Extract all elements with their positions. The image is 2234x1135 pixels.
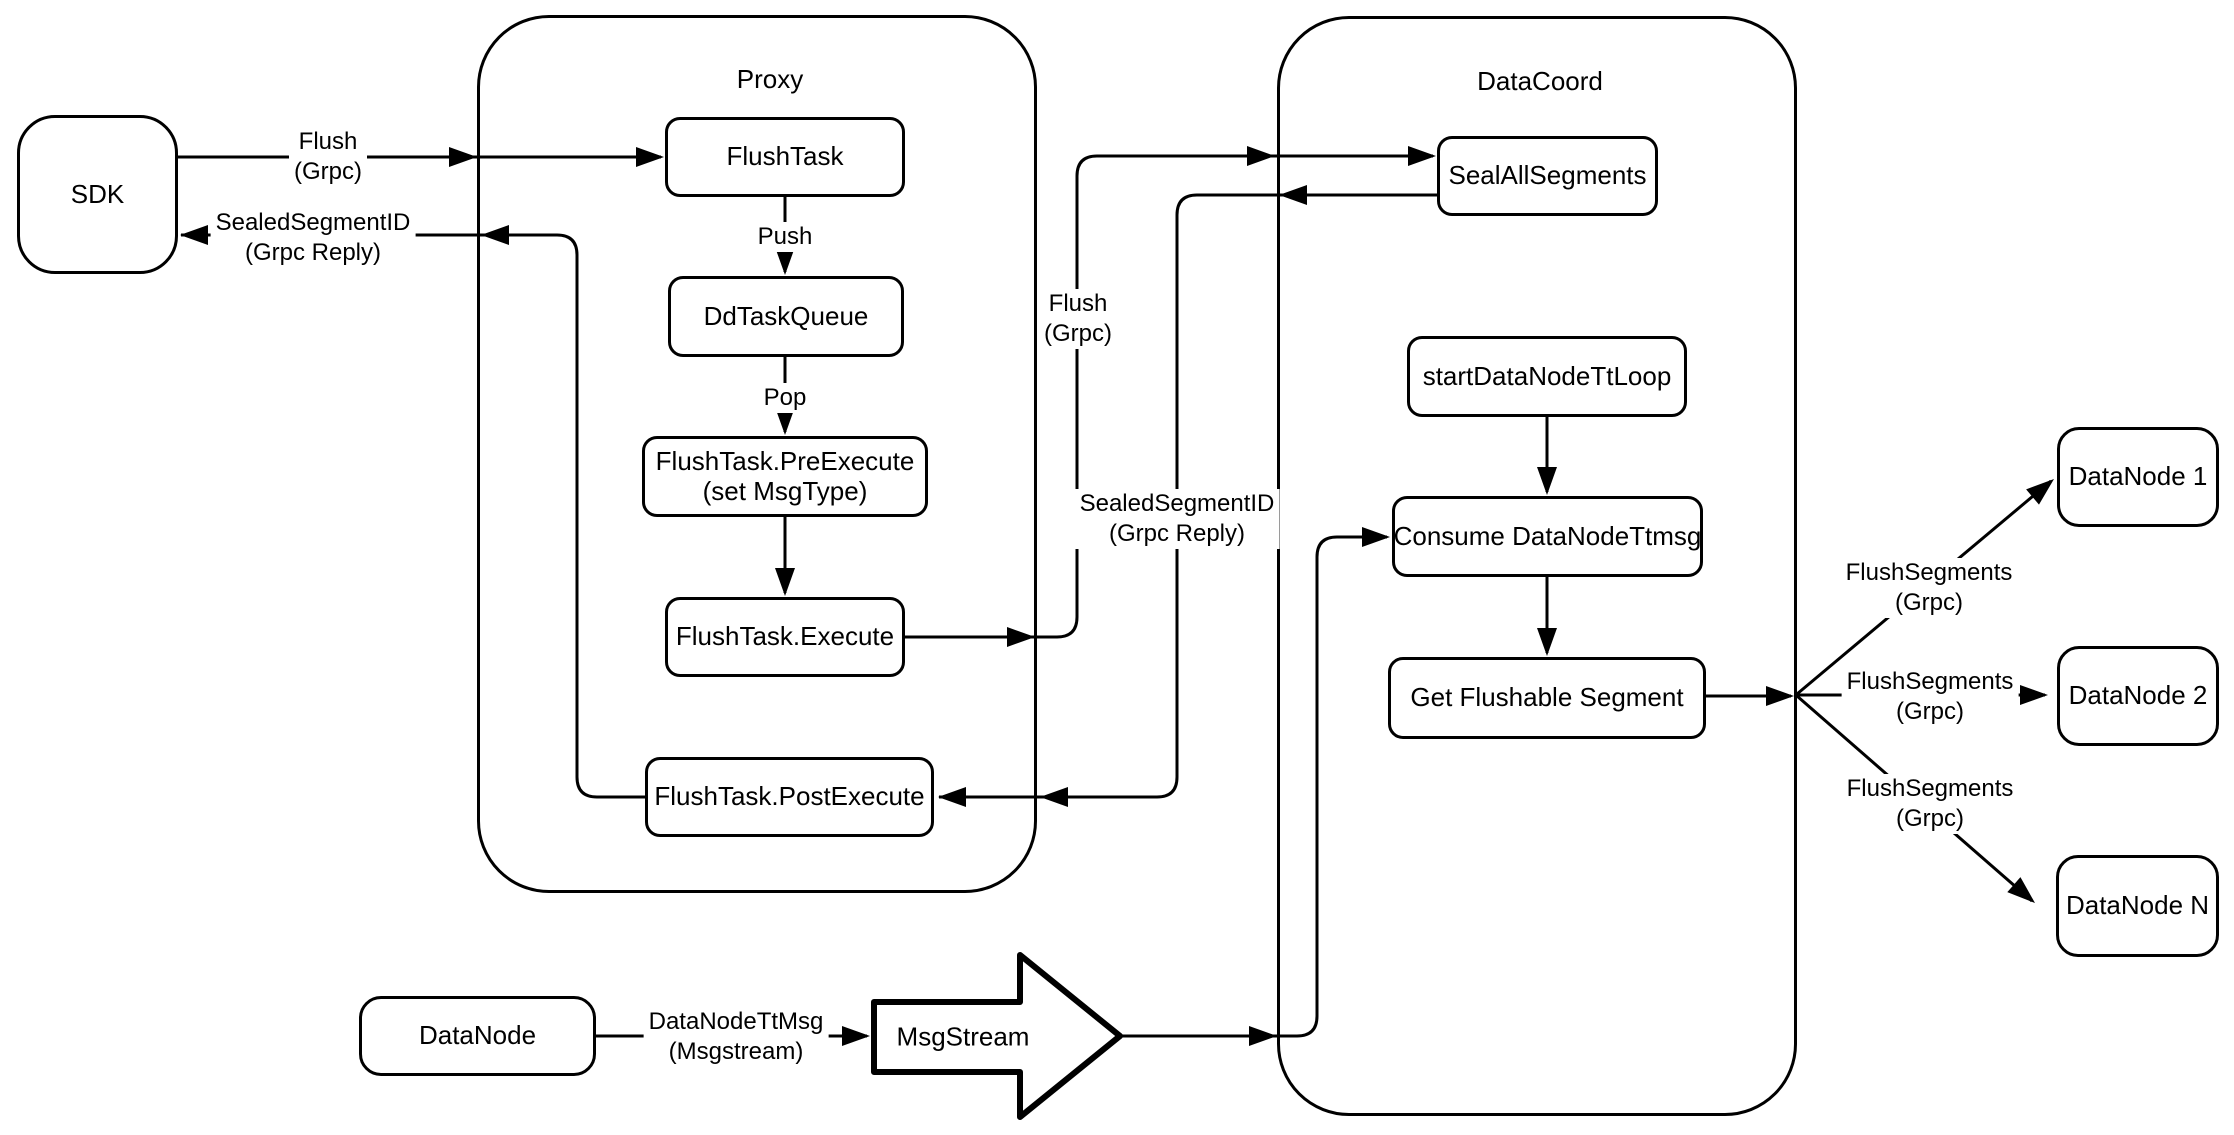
edge-label-line: (Grpc Reply): [1108, 520, 1246, 547]
arrowhead: [1766, 686, 1794, 706]
node-preexecute-line2: (set MsgType): [702, 475, 868, 506]
node-preexecute-line1: FlushTask.PreExecute: [655, 445, 915, 476]
edge-label-sealedsegmentid-datacoord: SealedSegmentID (Grpc Reply): [1074, 489, 1280, 549]
node-flushtask-postexecute: FlushTask.PostExecute: [645, 757, 934, 837]
arrowhead: [2020, 685, 2048, 705]
edge-label-line: (Grpc): [1044, 320, 1112, 347]
arrowhead: [1040, 787, 1068, 807]
arrowhead: [2026, 479, 2054, 505]
edge-label-line: DataNodeTtMsg: [648, 1008, 824, 1035]
arrowhead: [1007, 627, 1035, 647]
node-getflushable-label: Get Flushable Segment: [1410, 682, 1684, 713]
node-datanode-bottom-label: DataNode: [418, 1020, 537, 1051]
arrowhead: [775, 407, 795, 435]
node-flushtask: FlushTask: [665, 117, 905, 197]
msgstream-label: MsgStream: [896, 1021, 1030, 1052]
arrowhead: [775, 247, 795, 275]
node-get-flushable-segment: Get Flushable Segment: [1388, 657, 1706, 739]
node-sealallsegments-label: SealAllSegments: [1448, 160, 1647, 191]
node-flushtask-preexecute: FlushTask.PreExecute (set MsgType): [642, 436, 928, 517]
edge-label-line: (Grpc): [294, 158, 362, 185]
node-postexecute-label: FlushTask.PostExecute: [654, 781, 925, 812]
node-datanode-2: DataNode 2: [2057, 646, 2219, 746]
arrowhead: [481, 225, 509, 245]
arrowhead: [1537, 628, 1557, 656]
node-startdatanodettloop-label: startDataNodeTtLoop: [1422, 360, 1672, 391]
node-consume-label: Consume DataNodeTtmsg: [1393, 520, 1702, 551]
edge-label-flushsegments-2: FlushSegments (Grpc): [1841, 667, 2019, 727]
node-startdatanodettloop: startDataNodeTtLoop: [1407, 336, 1687, 417]
edge-label-flushsegments-3: FlushSegments (Grpc): [1841, 774, 2019, 834]
node-sdk-label: SDK: [70, 178, 125, 209]
arrowhead: [775, 568, 795, 596]
edge-label-flush-sdk: Flush (Grpc): [289, 127, 367, 187]
edge-label-line: (Grpc): [1895, 589, 1963, 616]
node-ddtaskqueue-label: DdTaskQueue: [703, 300, 869, 331]
edge-label-flush-datacoord: Flush (Grpc): [1039, 289, 1117, 349]
node-datanoden-label: DataNode N: [2065, 890, 2210, 921]
node-sealallsegments: SealAllSegments: [1437, 136, 1658, 216]
edge-label-line: Flush: [1048, 290, 1108, 317]
edge-label-line: SealedSegmentID: [215, 209, 411, 236]
node-ddtaskqueue: DdTaskQueue: [668, 276, 904, 357]
node-consume-datanodettmsg: Consume DataNodeTtmsg: [1392, 496, 1703, 577]
edge-label-line: (Grpc): [1896, 805, 1964, 832]
arrowheads: [180, 146, 2054, 1046]
edge-label-flushsegments-1: FlushSegments (Grpc): [1840, 558, 2018, 618]
arrowhead: [449, 147, 477, 167]
arrowhead: [842, 1026, 870, 1046]
node-datanode-bottom: DataNode: [359, 996, 596, 1076]
edge-label-pop: Pop: [758, 383, 812, 413]
arrowhead: [1362, 527, 1390, 547]
edge-label-line: (Grpc Reply): [244, 239, 382, 266]
node-datanode1-label: DataNode 1: [2068, 461, 2208, 492]
arrowhead: [2007, 877, 2035, 903]
arrowhead: [1249, 1026, 1277, 1046]
node-datanode2-label: DataNode 2: [2068, 680, 2208, 711]
edge-label-line: SealedSegmentID: [1079, 490, 1275, 517]
msgstream-arrow-shape: [871, 952, 1123, 1120]
arrowhead: [938, 787, 966, 807]
edge-sealedsegmentid-postexecute-to-sdk: [181, 233, 645, 799]
datacoord-title: DataCoord: [1477, 66, 1603, 96]
node-execute-label: FlushTask.Execute: [675, 621, 895, 652]
edge-label-line: FlushSegments: [1846, 668, 2014, 695]
edge-label-sealedsegmentid-sdk: SealedSegmentID (Grpc Reply): [210, 208, 416, 268]
edge-label-line: FlushSegments: [1846, 775, 2014, 802]
edge-label-line: Push: [757, 223, 813, 250]
arrowhead: [1279, 185, 1307, 205]
edge-label-datanodettmsg: DataNodeTtMsg (Msgstream): [643, 1007, 829, 1067]
arrowhead: [1537, 467, 1557, 495]
proxy-container: [477, 15, 1037, 893]
datacoord-container: [1277, 16, 1797, 1116]
arrowhead: [180, 225, 208, 245]
edge-label-push: Push: [752, 222, 818, 252]
arrowhead: [1408, 146, 1436, 166]
edge-flush-execute-to-sealallsegments: [905, 154, 1433, 639]
node-flushtask-label: FlushTask: [726, 141, 844, 172]
arrowhead: [636, 147, 664, 167]
edge-msgstream-to-consume: [1120, 535, 1387, 1038]
edge-label-line: (Grpc): [1896, 698, 1964, 725]
node-sdk: SDK: [17, 115, 178, 274]
arrowhead: [1247, 146, 1275, 166]
edge-label-line: Pop: [763, 384, 807, 411]
node-datanode-1: DataNode 1: [2057, 427, 2219, 527]
proxy-title: Proxy: [736, 64, 804, 94]
edge-label-line: FlushSegments: [1845, 559, 2013, 586]
edge-label-line: (Msgstream): [668, 1038, 804, 1065]
node-flushtask-execute: FlushTask.Execute: [665, 597, 905, 677]
node-datanode-n: DataNode N: [2056, 855, 2219, 957]
edge-label-line: Flush: [298, 128, 358, 155]
